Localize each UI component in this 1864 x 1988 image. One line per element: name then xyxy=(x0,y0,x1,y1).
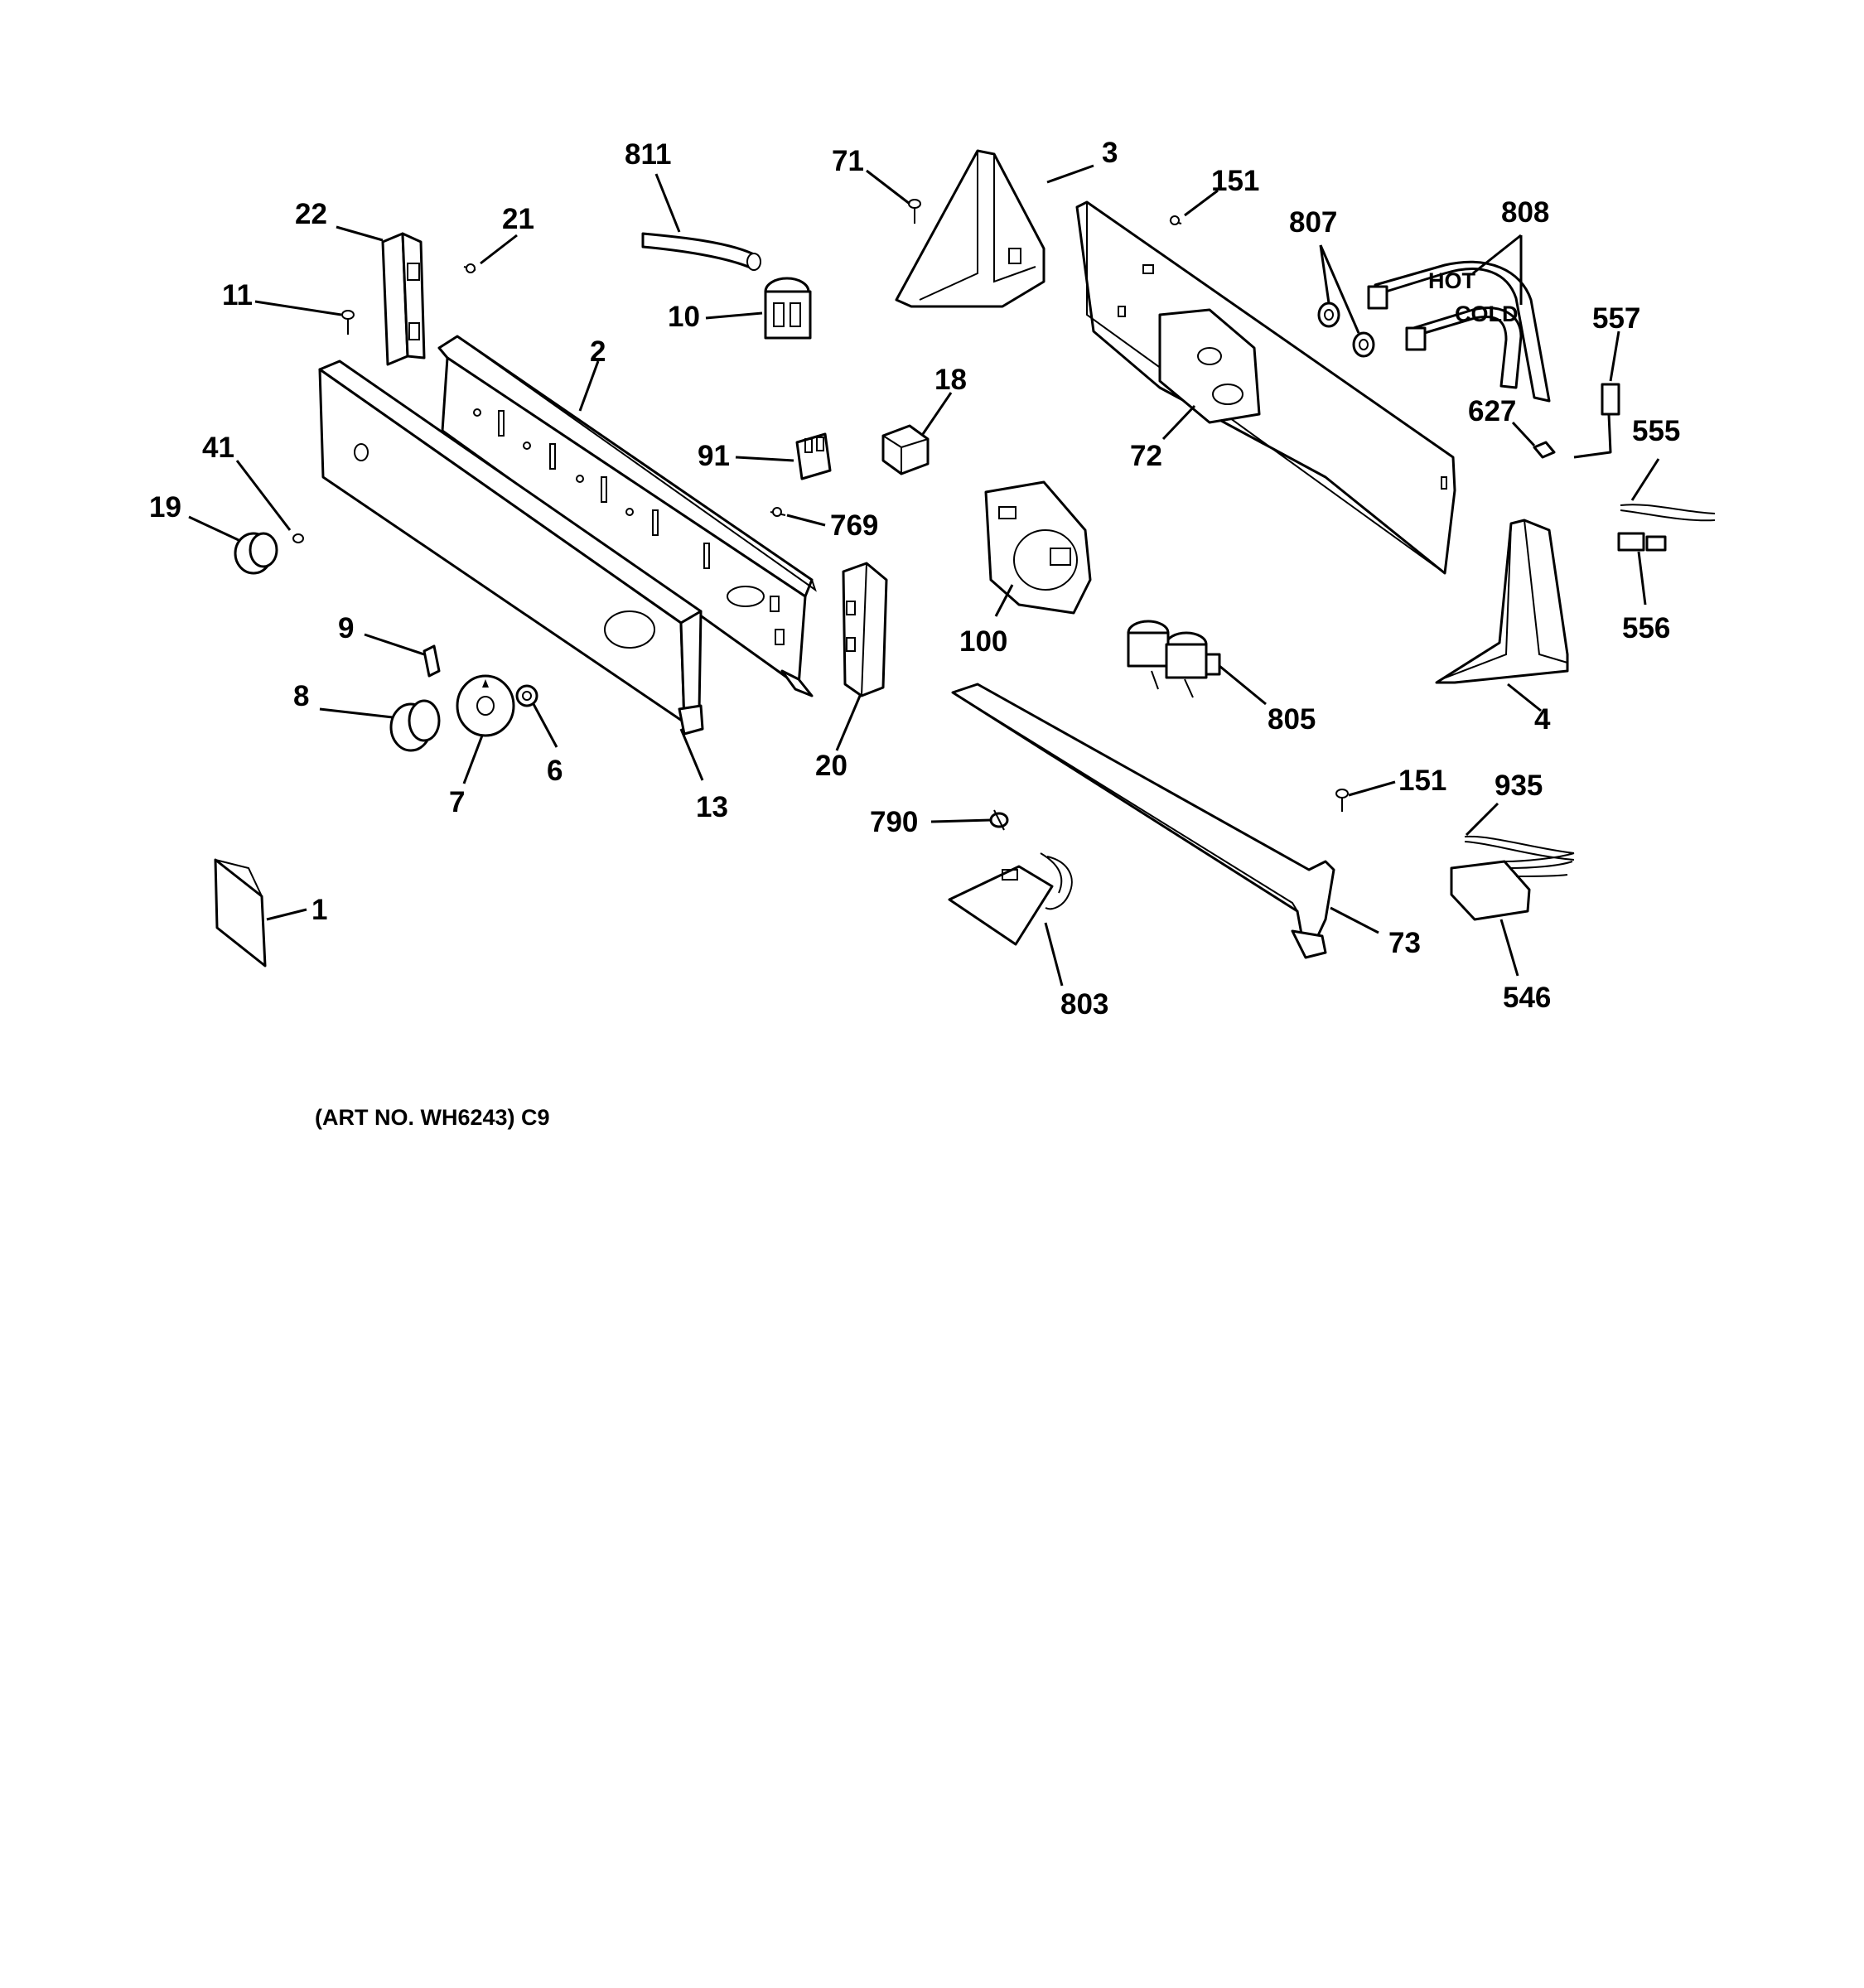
part-numbers: 811 71 3 151 807 808 22 21 11 10 2 18 55… xyxy=(149,137,1680,1021)
label-7: 7 xyxy=(449,786,465,818)
label-22: 22 xyxy=(295,198,327,230)
label-151-lower: 151 xyxy=(1398,765,1446,797)
label-803: 803 xyxy=(1060,988,1108,1021)
label-73: 73 xyxy=(1388,927,1421,959)
part-790-clamp xyxy=(989,809,1009,831)
part-13-console xyxy=(318,359,704,736)
part-20-end-cap xyxy=(842,562,888,697)
label-2: 2 xyxy=(590,335,606,368)
label-11: 11 xyxy=(222,279,253,311)
label-10: 10 xyxy=(668,301,700,333)
label-6: 6 xyxy=(547,755,563,787)
label-935: 935 xyxy=(1495,770,1543,802)
label-9: 9 xyxy=(338,612,354,644)
label-1: 1 xyxy=(311,894,327,926)
label-13: 13 xyxy=(696,791,728,823)
label-41: 41 xyxy=(202,432,234,464)
leader-lines xyxy=(188,164,1660,987)
label-100: 100 xyxy=(959,625,1007,658)
label-807: 807 xyxy=(1289,206,1337,239)
label-556: 556 xyxy=(1622,612,1670,644)
part-557-power-cord xyxy=(1573,383,1620,459)
label-805: 805 xyxy=(1268,703,1316,736)
label-627: 627 xyxy=(1468,395,1516,427)
part-10-switch xyxy=(764,277,812,340)
part-555-wire xyxy=(1620,504,1716,522)
part-4-bracket xyxy=(1435,519,1569,684)
label-4: 4 xyxy=(1534,703,1551,736)
part-805-water-valve xyxy=(1127,620,1221,698)
part-11-screw xyxy=(341,310,355,335)
label-811: 811 xyxy=(625,138,671,171)
part-151-upper-screw xyxy=(1169,215,1182,225)
part-546-harness xyxy=(1450,852,1575,921)
label-71: 71 xyxy=(832,145,864,177)
part-71-screw xyxy=(908,199,921,224)
part-100-timer xyxy=(984,480,1092,615)
part-21-screw xyxy=(463,263,476,273)
part-811-hose xyxy=(641,232,761,271)
art-number-caption: (ART NO. WH6243) C9 xyxy=(315,1105,550,1130)
part-3-bracket xyxy=(895,149,1045,308)
hose-hot-label: HOT xyxy=(1428,268,1476,293)
label-3: 3 xyxy=(1102,137,1118,169)
part-91-switch xyxy=(795,432,832,480)
label-72: 72 xyxy=(1130,440,1162,472)
part-807-washers xyxy=(1317,302,1375,358)
part-18-cube xyxy=(881,424,930,475)
label-790: 790 xyxy=(870,806,918,838)
part-2-control-panel xyxy=(437,335,817,697)
label-151-upper: 151 xyxy=(1211,165,1259,197)
label-91: 91 xyxy=(698,440,730,472)
label-20: 20 xyxy=(815,750,847,782)
part-9-clip xyxy=(423,644,441,678)
part-73-lower-panel xyxy=(951,683,1335,959)
part-19-knob xyxy=(234,532,278,575)
label-557: 557 xyxy=(1592,302,1640,335)
label-21: 21 xyxy=(502,203,534,235)
label-808: 808 xyxy=(1501,196,1549,229)
label-8: 8 xyxy=(293,680,309,712)
part-803-harness xyxy=(948,852,1073,946)
part-41-spring xyxy=(292,533,304,543)
part-556-connector xyxy=(1617,532,1667,552)
label-769: 769 xyxy=(830,509,878,542)
part-769-screw xyxy=(770,507,786,517)
part-151-lower-screw xyxy=(1335,789,1349,812)
part-8-knob xyxy=(389,699,441,752)
part-72-backsplash xyxy=(1075,200,1456,575)
label-555: 555 xyxy=(1632,415,1680,447)
hose-cold-label: COLD xyxy=(1455,302,1519,326)
part-22-bracket xyxy=(381,232,426,366)
part-1-literature-bag xyxy=(214,858,267,967)
label-19: 19 xyxy=(149,491,181,524)
label-546: 546 xyxy=(1503,982,1551,1014)
part-627-block xyxy=(1533,441,1556,459)
part-935-wire xyxy=(1464,835,1575,861)
label-18: 18 xyxy=(934,364,967,396)
part-7-dial xyxy=(456,674,515,737)
part-6-nut xyxy=(515,684,538,707)
